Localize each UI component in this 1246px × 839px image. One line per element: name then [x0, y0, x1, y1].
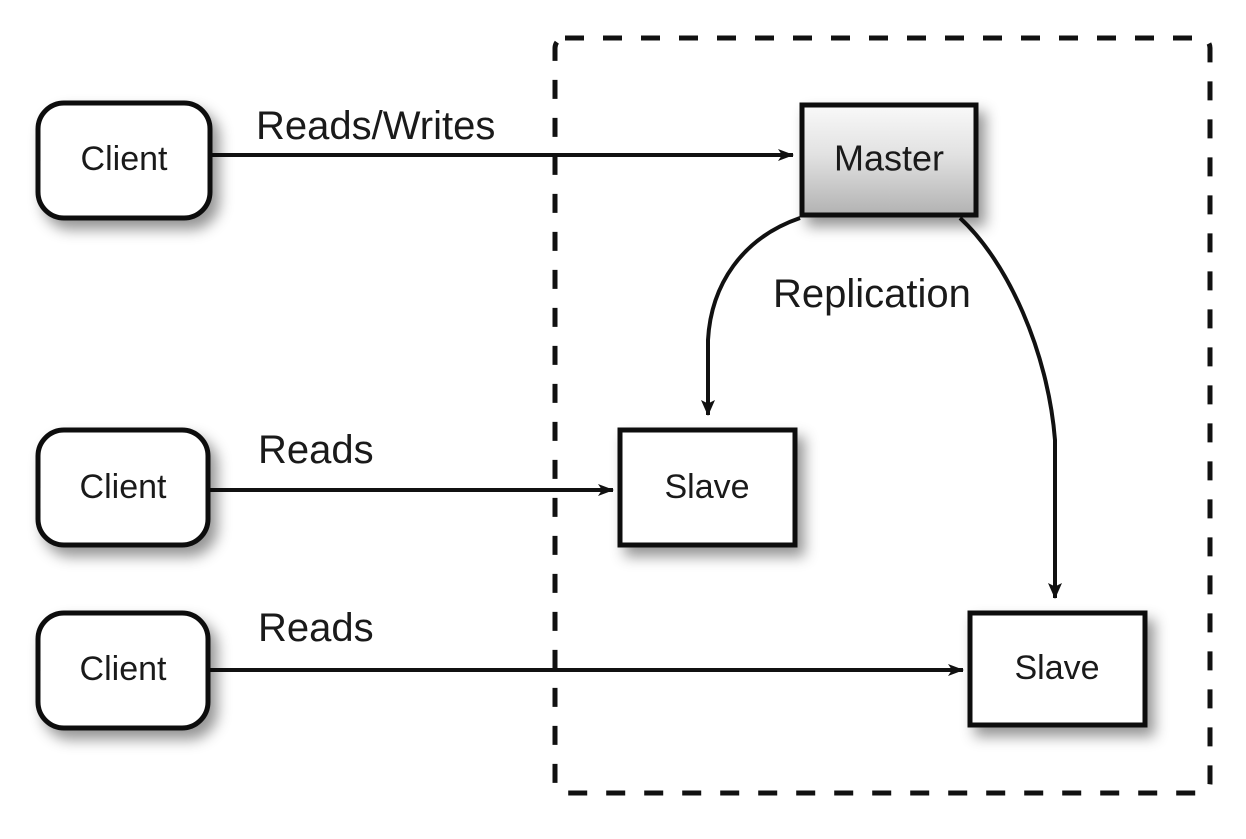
client-1-shape	[35, 100, 213, 221]
slave-1-shape	[617, 427, 798, 548]
client-3-shape	[35, 610, 211, 731]
slave-2-label: Slave	[1014, 649, 1099, 687]
edge-label-replication: Replication	[773, 272, 971, 316]
node-client-3[interactable]: Client	[35, 610, 211, 731]
master-shape	[799, 102, 979, 218]
edge-master-slave2-replication	[958, 216, 1062, 599]
edge-label-reads-slave1: Reads	[258, 428, 374, 472]
node-master[interactable]: Master	[799, 102, 979, 218]
node-client-2[interactable]: Client	[35, 427, 211, 548]
edge-label-reads-slave2: Reads	[258, 606, 374, 650]
slave-2-shape	[967, 610, 1148, 728]
node-client-1[interactable]: Client	[35, 100, 213, 221]
client-2-label: Client	[80, 468, 167, 506]
slave-1-label: Slave	[664, 468, 749, 506]
client-1-label: Client	[81, 140, 168, 178]
edge-master-slave1-replication	[701, 216, 801, 416]
node-slave-2[interactable]: Slave	[967, 610, 1148, 728]
node-slave-1[interactable]: Slave	[617, 427, 798, 548]
master-label: Master	[834, 138, 944, 179]
client-2-shape	[35, 427, 211, 548]
database-cluster-boundary	[552, 35, 1213, 796]
edge-label-reads-writes: Reads/Writes	[256, 104, 495, 148]
client-3-label: Client	[80, 650, 167, 688]
